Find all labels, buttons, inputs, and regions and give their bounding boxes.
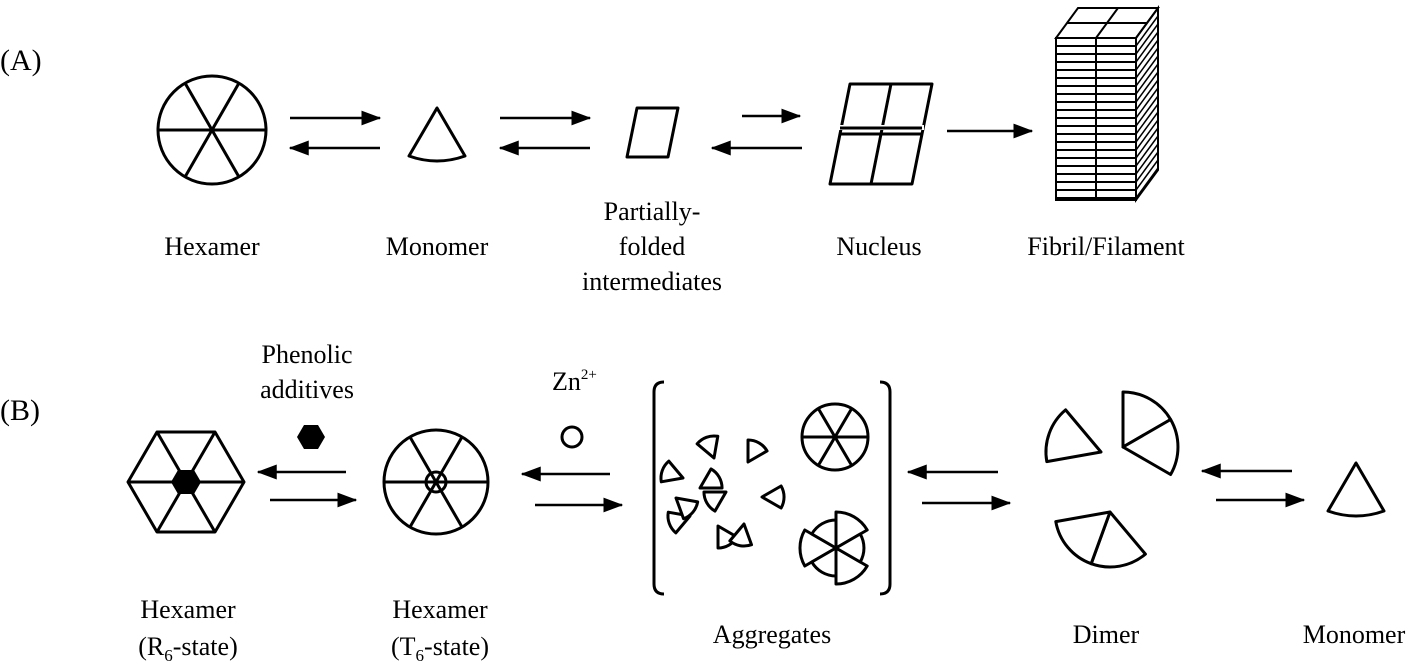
label-intermediates-line2: folded <box>619 232 685 261</box>
panel-b-tag: (B) <box>0 394 40 427</box>
equilibrium-arrows-a2 <box>498 110 592 156</box>
aggregate-flower-icon <box>798 510 869 586</box>
nucleus-icon <box>828 82 934 186</box>
label-intermediates-line1: Partially- <box>604 197 701 226</box>
label-phenolic-line2: additives <box>260 375 354 404</box>
fibril-icon <box>1054 4 1160 204</box>
label-dimer: Dimer <box>1073 620 1140 649</box>
label-nucleus: Nucleus <box>836 232 921 261</box>
label-phenolic-line1: Phenolic <box>262 340 353 369</box>
dimer-icon <box>1044 390 1180 569</box>
equilibrium-arrows-b1 <box>256 464 358 508</box>
equilibrium-arrows-b4 <box>1200 463 1306 508</box>
label-aggregates: Aggregates <box>713 620 831 649</box>
aggregate-hexamer-icon <box>800 402 870 472</box>
label-fibril: Fibril/Filament <box>1027 232 1185 261</box>
hexamer-t6-icon <box>382 428 490 536</box>
aggregates-bracket <box>652 380 892 596</box>
label-zinc: Zn2+ <box>552 367 597 396</box>
panel-a-tag: (A) <box>0 44 42 77</box>
label-monomer-b: Monomer <box>1303 620 1406 649</box>
phenolic-additive-icon <box>297 425 325 449</box>
label-hexamer-r6-line2: (R6-state) <box>138 632 237 665</box>
equilibrium-arrows-b2 <box>520 466 624 513</box>
label-monomer-a: Monomer <box>386 232 489 261</box>
equilibrium-arrows-a1 <box>288 110 382 156</box>
zinc-ion-icon <box>560 425 584 449</box>
hexamer-r6-icon <box>126 430 246 534</box>
label-hexamer-t6-line2: (T6-state) <box>391 632 489 665</box>
hexamer-a-icon <box>156 74 268 186</box>
label-hexamer-t6-line1: Hexamer <box>392 595 488 624</box>
intermediate-icon <box>625 106 680 159</box>
aggregate-monomer-cluster <box>659 434 786 550</box>
label-hexamer-a: Hexamer <box>164 232 260 261</box>
monomer-a-icon <box>407 106 467 163</box>
label-hexamer-r6-line1: Hexamer <box>140 595 236 624</box>
monomer-b-icon <box>1326 461 1386 518</box>
equilibrium-arrows-b3 <box>906 464 1012 511</box>
equilibrium-arrows-a3 <box>710 108 802 156</box>
label-intermediates-line3: intermediates <box>582 267 722 296</box>
